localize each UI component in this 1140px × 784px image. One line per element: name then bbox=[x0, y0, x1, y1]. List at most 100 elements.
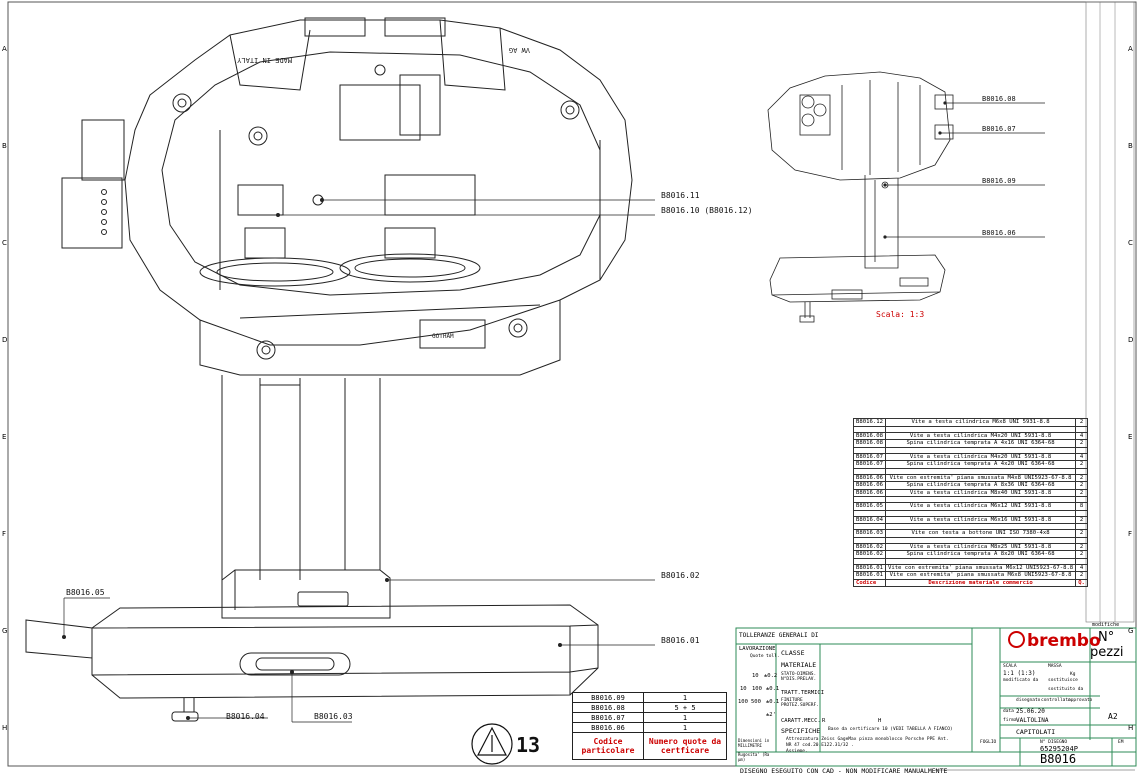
marking-made-in-italy: MADE IN ITALY bbox=[236, 56, 292, 64]
bom-qty: 2 bbox=[1075, 481, 1088, 490]
tb-sostituito: sostituito da bbox=[1048, 687, 1084, 692]
tb-code1: 65295204P bbox=[1040, 745, 1078, 753]
bom-header-code: Codice bbox=[853, 578, 886, 587]
detail-leaders bbox=[885, 102, 1045, 238]
tb-stato: STATO-DIMENS. N°DIS.PRELAV. bbox=[781, 672, 817, 682]
bom-qty: 4 bbox=[1075, 452, 1088, 461]
bom-code: B8016.06 bbox=[853, 481, 886, 490]
border-letter-left: D bbox=[2, 336, 8, 344]
marking-front: GOTHAM bbox=[432, 333, 454, 340]
tb-data-label: data bbox=[1003, 709, 1014, 714]
bom-spacer bbox=[853, 426, 1088, 432]
callout-b8016-03: B8016.03 bbox=[314, 712, 353, 721]
callout-b8016-08: B8016.08 bbox=[982, 95, 1016, 103]
tb-n-disegno: N° DISEGNO bbox=[1040, 740, 1068, 745]
tb-scala-label: SCALA bbox=[1003, 664, 1017, 669]
bom-spacer bbox=[853, 558, 1088, 564]
bom-code: B8016.04 bbox=[853, 515, 886, 524]
tb-t2a: 10 bbox=[740, 686, 747, 692]
part-markings: MADE IN ITALY VW AG GOTHAM bbox=[236, 46, 530, 340]
tb-tratt: TRATT.TERMICI bbox=[781, 690, 825, 696]
callout-b8016-11: B8016.11 bbox=[661, 191, 700, 200]
tb-finiture: FINITURE PROTEZ.SUPERF. bbox=[781, 698, 819, 708]
bom-desc: Vite a testa cilindrica M8x40 UNI 5931-8… bbox=[884, 488, 1077, 497]
border-letter-right: F bbox=[1128, 530, 1133, 538]
bom-code: B8016.08 bbox=[853, 439, 886, 448]
qty-label-left: Codice particolare bbox=[571, 732, 645, 760]
tb-disegnato: disegnato bbox=[1016, 698, 1041, 703]
qty-code: B8016.09 bbox=[571, 692, 645, 703]
tb-t3c: ±0.1 bbox=[766, 699, 780, 705]
tb-specifiche: SPECIFICHE bbox=[781, 727, 821, 735]
detail-view-assembly bbox=[767, 71, 954, 323]
tb-t3a: 100 bbox=[738, 699, 748, 705]
tb-t3b: 500 bbox=[751, 699, 761, 705]
bom-desc: Vite a testa cilindrica M4x20 UNI 5931-8… bbox=[884, 431, 1077, 440]
bom-desc: Vite con estremita' piana smussata M6x8 … bbox=[884, 571, 1077, 580]
sheet-border bbox=[7, 1, 1137, 767]
tb-approvato: approvato bbox=[1068, 698, 1093, 703]
bom-code: B8016.01 bbox=[853, 571, 886, 580]
tb-controllato: controllato bbox=[1041, 698, 1071, 703]
bom-qty: 2 bbox=[1075, 418, 1088, 427]
bom-desc: Vite con estremita' piana smussata M6x12… bbox=[884, 563, 1077, 572]
tb-pezzi: pezzi bbox=[1090, 645, 1124, 660]
bom-qty: 2 bbox=[1075, 550, 1088, 559]
qty-qty: 5 + 5 bbox=[643, 702, 727, 713]
bom-code: B8016.06 bbox=[853, 473, 886, 482]
tb-modificato: modificato da bbox=[1003, 678, 1039, 683]
bom-spacer bbox=[853, 523, 1088, 530]
bom-code: B8016.12 bbox=[853, 418, 886, 427]
bom-qty: 2 bbox=[1075, 515, 1088, 524]
tb-toll: toll. bbox=[766, 654, 780, 659]
bom-qty: 2 bbox=[1075, 571, 1088, 580]
bom-qty: 4 bbox=[1075, 563, 1088, 572]
tb-modifiche: modifiche bbox=[1092, 622, 1120, 628]
border-letter-left: C bbox=[2, 239, 7, 247]
tb-em: EM bbox=[1118, 740, 1124, 745]
bom-qty: 2 bbox=[1075, 460, 1088, 469]
bom-desc: Spina cilindrica temprata A 8x36 UNI 636… bbox=[884, 481, 1077, 490]
bom-code: B8016.06 bbox=[853, 488, 886, 497]
bom-qty: 2 bbox=[1075, 439, 1088, 448]
bom-code: B8016.05 bbox=[853, 502, 886, 511]
bom-spacer bbox=[853, 496, 1088, 503]
tb-desc1: Attrezzatura Zeiss GageMax pinza monoblo… bbox=[786, 737, 949, 742]
bom-desc: Vite a testa cilindrica M6x8 UNI 5931-8.… bbox=[884, 418, 1077, 427]
bom-code: B8016.03 bbox=[853, 529, 886, 538]
tb-carat-r: R bbox=[822, 718, 826, 724]
tb-t1b: ±0.2 bbox=[764, 673, 778, 679]
tb-capitolato: CAPITOLATI bbox=[1016, 728, 1056, 736]
title-block-frame bbox=[735, 627, 1137, 767]
bom-qty: 2 bbox=[1075, 542, 1088, 551]
marking-vw-ag: VW AG bbox=[509, 46, 530, 54]
callout-b8016-05: B8016.05 bbox=[66, 588, 105, 597]
tb-carat-h: H bbox=[878, 718, 882, 724]
tb-dimensioni: Dimensioni in MILLIMETRI bbox=[738, 738, 770, 748]
bom-desc: Vite a testa cilindrica M6x16 UNI 5931-8… bbox=[884, 515, 1077, 524]
tb-tolleranze: TOLLERANZE GENERALI DI bbox=[739, 632, 819, 639]
bom-header-qty: Q. bbox=[1075, 578, 1088, 587]
border-letter-left: E bbox=[2, 433, 7, 441]
bom-spacer bbox=[853, 537, 1088, 543]
tb-t2b: 100 bbox=[752, 686, 762, 692]
callout-b8016-07: B8016.07 bbox=[982, 125, 1016, 133]
tb-n-pezzi: N° bbox=[1098, 630, 1115, 645]
qty-code: B8016.08 bbox=[571, 702, 645, 713]
tb-kg: Kg bbox=[1070, 672, 1076, 677]
bom-spacer bbox=[853, 447, 1088, 453]
qty-label-right: Numero quote da certficare bbox=[643, 732, 727, 760]
